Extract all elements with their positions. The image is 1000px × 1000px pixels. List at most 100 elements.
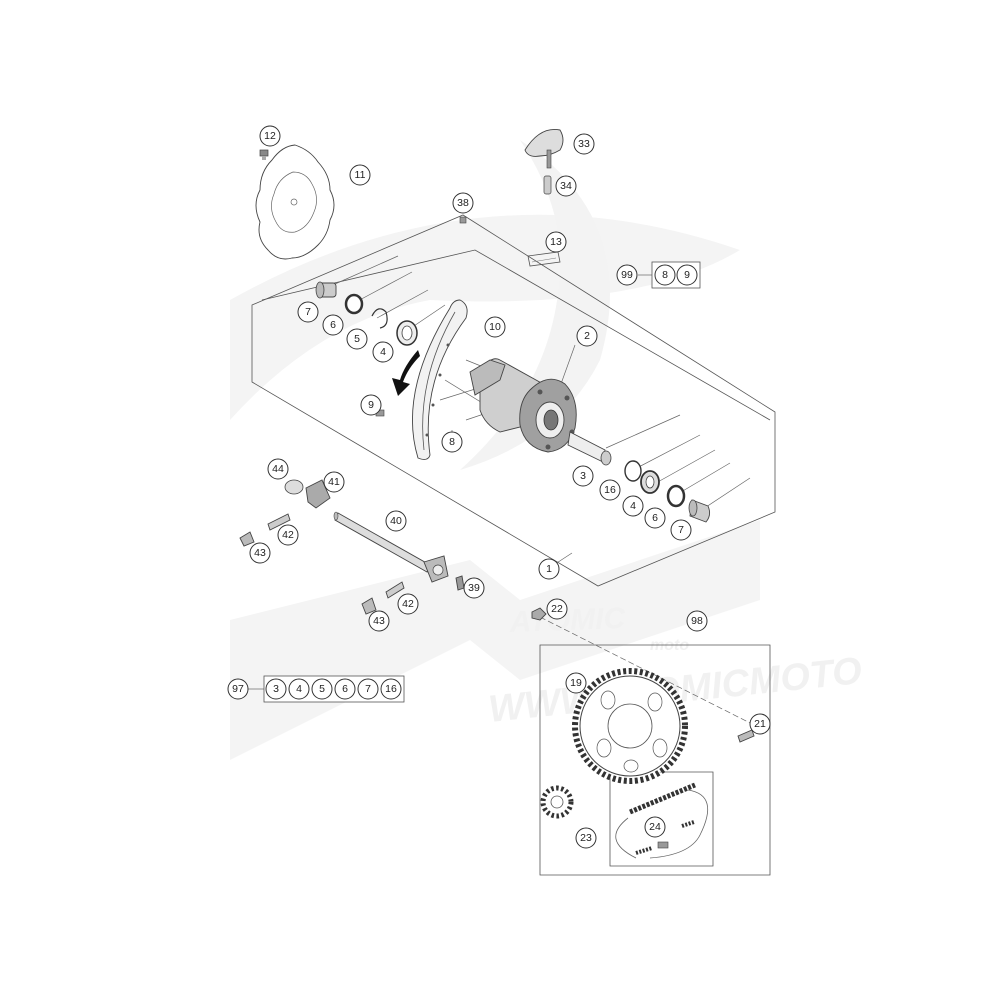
svg-text:7: 7 bbox=[678, 524, 684, 536]
svg-text:10: 10 bbox=[489, 321, 501, 333]
callout-41: 41 bbox=[323, 471, 345, 493]
rotation-arrow bbox=[392, 350, 420, 396]
disc-bolt bbox=[259, 149, 269, 160]
callout-97: 97 bbox=[227, 678, 249, 700]
callout-40: 40 bbox=[385, 510, 407, 532]
svg-text:97: 97 bbox=[232, 683, 244, 695]
svg-text:6: 6 bbox=[652, 512, 658, 524]
callout-2: 2 bbox=[576, 325, 598, 347]
rear-sprocket bbox=[572, 668, 688, 784]
hub bbox=[439, 358, 577, 453]
callout-38: 38 bbox=[452, 192, 474, 214]
callout-7b: 7 bbox=[670, 519, 692, 541]
svg-text:22: 22 bbox=[551, 603, 563, 615]
sprocket-bolt bbox=[737, 729, 755, 743]
svg-text:43: 43 bbox=[373, 615, 385, 627]
kit-97-item-5: 5 bbox=[311, 678, 333, 700]
svg-text:4: 4 bbox=[380, 346, 386, 358]
svg-text:16: 16 bbox=[604, 484, 616, 496]
svg-text:13: 13 bbox=[550, 236, 562, 248]
svg-text:3: 3 bbox=[580, 470, 586, 482]
callout-21: 21 bbox=[749, 713, 771, 735]
svg-text:4: 4 bbox=[296, 683, 302, 695]
kit-99-item-8: 8 bbox=[654, 264, 676, 286]
callout-42a: 42 bbox=[277, 524, 299, 546]
svg-text:41: 41 bbox=[328, 476, 340, 488]
svg-text:19: 19 bbox=[570, 677, 582, 689]
kit-99-item-9: 9 bbox=[676, 264, 698, 286]
callout-34: 34 bbox=[555, 175, 577, 197]
callout-6a: 6 bbox=[322, 314, 344, 336]
svg-text:38: 38 bbox=[457, 197, 469, 209]
callout-23: 23 bbox=[575, 827, 597, 849]
callout-33: 33 bbox=[573, 133, 595, 155]
svg-text:44: 44 bbox=[272, 463, 284, 475]
callout-4a: 4 bbox=[372, 341, 394, 363]
svg-text:99: 99 bbox=[621, 269, 633, 281]
svg-text:42: 42 bbox=[282, 529, 294, 541]
rim bbox=[412, 299, 468, 460]
valve-nipple bbox=[459, 216, 467, 224]
callout-13: 13 bbox=[545, 231, 567, 253]
svg-text:23: 23 bbox=[580, 832, 592, 844]
svg-text:8: 8 bbox=[662, 269, 668, 281]
callout-6b: 6 bbox=[644, 507, 666, 529]
drive-chain bbox=[615, 782, 708, 859]
svg-text:3: 3 bbox=[273, 683, 279, 695]
callout-11: 11 bbox=[349, 164, 371, 186]
callout-10: 10 bbox=[484, 316, 506, 338]
svg-text:40: 40 bbox=[390, 515, 402, 527]
brake-disc bbox=[255, 144, 335, 260]
svg-text:5: 5 bbox=[319, 683, 325, 695]
svg-text:16: 16 bbox=[385, 683, 397, 695]
kit-97: 97 3 4 5 6 7 16 bbox=[227, 675, 405, 703]
svg-text:12: 12 bbox=[264, 130, 276, 142]
kit-97-item-7: 7 bbox=[357, 678, 379, 700]
callout-9a: 9 bbox=[360, 394, 382, 416]
kit-97-item-4: 4 bbox=[288, 678, 310, 700]
callout-12: 12 bbox=[259, 125, 281, 147]
callout-8a: 8 bbox=[441, 431, 463, 453]
callout-5a: 5 bbox=[346, 328, 368, 350]
callout-22: 22 bbox=[546, 598, 568, 620]
svg-text:4: 4 bbox=[630, 500, 636, 512]
svg-text:24: 24 bbox=[649, 821, 661, 833]
svg-text:7: 7 bbox=[305, 306, 311, 318]
svg-text:8: 8 bbox=[449, 436, 455, 448]
svg-text:7: 7 bbox=[365, 683, 371, 695]
callout-98: 98 bbox=[686, 610, 708, 632]
svg-text:34: 34 bbox=[560, 180, 572, 192]
callout-42b: 42 bbox=[397, 593, 419, 615]
kit-97-item-16: 16 bbox=[380, 678, 402, 700]
callouts: 12 11 33 34 38 13 7 6 5 4 10 2 9 8 3 16 … bbox=[249, 125, 771, 849]
callout-1: 1 bbox=[538, 558, 560, 580]
callout-43b: 43 bbox=[368, 610, 390, 632]
svg-text:98: 98 bbox=[691, 615, 703, 627]
kit-97-item-6: 6 bbox=[334, 678, 356, 700]
right-bearing-stack bbox=[567, 431, 711, 523]
svg-text:5: 5 bbox=[354, 333, 360, 345]
svg-text:43: 43 bbox=[254, 547, 266, 559]
svg-text:1: 1 bbox=[546, 563, 552, 575]
svg-text:21: 21 bbox=[754, 718, 766, 730]
svg-text:6: 6 bbox=[330, 319, 336, 331]
callout-44: 44 bbox=[267, 458, 289, 480]
callout-24: 24 bbox=[644, 816, 666, 838]
callout-7a: 7 bbox=[297, 301, 319, 323]
svg-text:33: 33 bbox=[578, 138, 590, 150]
watermark-logo-text: ATOMIC bbox=[508, 602, 627, 639]
callout-3a: 3 bbox=[572, 465, 594, 487]
left-bearing-stack bbox=[315, 281, 418, 346]
svg-text:9: 9 bbox=[684, 269, 690, 281]
callout-99: 99 bbox=[616, 264, 638, 286]
axle bbox=[333, 511, 449, 583]
svg-text:39: 39 bbox=[468, 582, 480, 594]
callout-16a: 16 bbox=[599, 479, 621, 501]
sprocket-nut bbox=[531, 607, 547, 621]
svg-text:42: 42 bbox=[402, 598, 414, 610]
svg-text:11: 11 bbox=[355, 169, 366, 181]
callout-43a: 43 bbox=[249, 542, 271, 564]
callout-4b: 4 bbox=[622, 495, 644, 517]
